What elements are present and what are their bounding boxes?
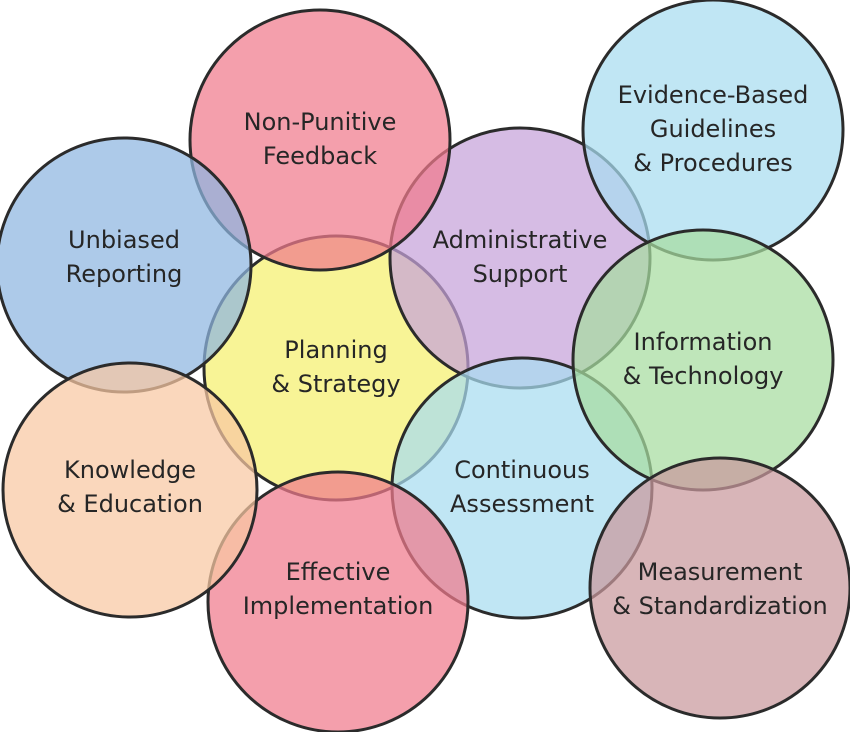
label-line: Non-Punitive [244, 108, 397, 136]
label-line: Continuous [454, 456, 590, 484]
label-line: & Technology [623, 362, 784, 390]
label-line: Implementation [243, 592, 434, 620]
label-line: Knowledge [64, 456, 196, 484]
label-line: Guidelines [650, 115, 776, 143]
label-line: & Procedures [633, 149, 792, 177]
label-line: Reporting [66, 260, 183, 288]
label-line: Effective [286, 558, 391, 586]
label-line: Assessment [450, 490, 594, 518]
circle-measurement-standardization [588, 456, 850, 720]
label-line: & Strategy [271, 370, 400, 398]
label-line: Feedback [263, 142, 377, 170]
circle-non-punitive-feedback [188, 8, 452, 272]
circle-knowledge-education [1, 361, 259, 619]
label-line: & Education [57, 490, 203, 518]
label-line: & Standardization [612, 592, 827, 620]
label-information-technology: Information & Technology [623, 328, 784, 390]
label-planning-strategy: Planning & Strategy [271, 336, 400, 398]
label-line: Evidence-Based [618, 81, 809, 109]
label-line: Administrative [433, 226, 608, 254]
label-line: Information [634, 328, 773, 356]
label-line: Unbiased [68, 226, 180, 254]
label-measurement-standardization: Measurement & Standardization [612, 558, 827, 620]
label-line: Planning [284, 336, 387, 364]
circle-effective-implementation [206, 470, 470, 732]
label-knowledge-education: Knowledge & Education [57, 456, 203, 518]
label-line: Support [473, 260, 568, 288]
circle-information-technology [571, 228, 835, 492]
label-line: Measurement [638, 558, 803, 586]
